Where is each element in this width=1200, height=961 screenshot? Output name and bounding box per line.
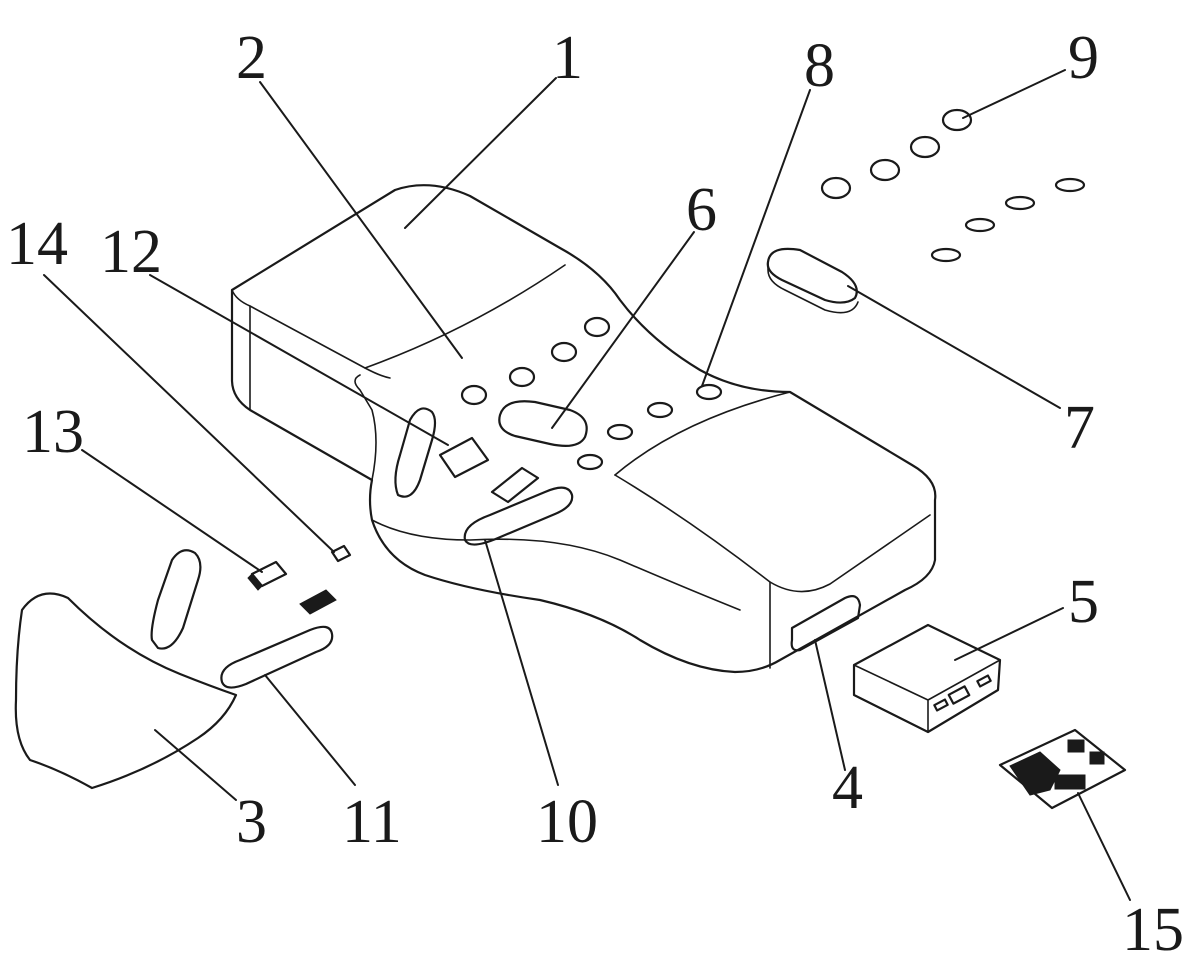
label-6: 6: [686, 176, 717, 244]
button: [909, 135, 941, 159]
charging-slot: [790, 595, 862, 652]
head-pad-edge: [231, 289, 391, 379]
button-set: [820, 108, 1086, 263]
leader-4: [814, 639, 846, 771]
circuit-board: [998, 728, 1127, 810]
tail-pad-front: [614, 474, 931, 593]
hole: [606, 423, 634, 441]
hole: [550, 341, 578, 363]
leader-11: [264, 674, 356, 786]
sensor-14: [330, 544, 352, 563]
leader-8: [701, 89, 811, 387]
button: [869, 158, 901, 182]
leader-15: [1077, 792, 1131, 901]
sensor-14b: [299, 589, 337, 615]
hole: [583, 316, 611, 338]
leader-10: [484, 539, 559, 786]
sensor-13-pins: [247, 573, 263, 591]
leader-3: [154, 729, 237, 801]
control-box-edge: [853, 659, 1001, 733]
hole: [460, 384, 488, 406]
leader-12: [149, 274, 449, 446]
label-12: 12: [100, 218, 162, 286]
circuit-board-components: [1009, 751, 1061, 796]
oval-slot: [498, 400, 588, 447]
sensor-window: [438, 436, 490, 479]
label-9: 9: [1068, 24, 1099, 92]
leader-9: [962, 69, 1066, 119]
button: [1004, 195, 1036, 211]
small-sensors: [247, 544, 352, 615]
button: [1054, 177, 1086, 193]
leader-1: [404, 77, 557, 229]
oval-cap-top: [766, 247, 858, 304]
label-5: 5: [1068, 568, 1099, 636]
label-11: 11: [342, 788, 402, 856]
control-box-outline: [852, 623, 1002, 734]
front-groove: [463, 486, 574, 546]
label-8: 8: [804, 32, 835, 100]
leader-14: [43, 274, 335, 553]
leader-13: [81, 449, 263, 573]
oval-cap-rim: [767, 261, 859, 314]
port: [933, 698, 949, 712]
leader-5: [954, 607, 1064, 661]
chip: [1054, 774, 1086, 790]
vertical-strip: [150, 549, 202, 650]
hole: [508, 366, 536, 388]
label-2: 2: [236, 24, 267, 92]
hole: [576, 453, 604, 471]
button: [964, 217, 996, 233]
leader-7: [847, 285, 1061, 409]
control-box: [852, 623, 1002, 734]
chip: [1067, 739, 1085, 753]
button: [820, 176, 852, 200]
sensor-window: [490, 466, 540, 504]
port: [976, 674, 992, 688]
main-body-top-outline: [230, 184, 937, 674]
left-groove: [394, 407, 437, 498]
label-15: 15: [1122, 896, 1184, 961]
leader-6: [551, 231, 695, 429]
button: [941, 108, 973, 132]
label-13: 13: [22, 398, 84, 466]
hole: [646, 401, 674, 419]
head-pad-curve: [364, 264, 566, 369]
cover-sheet: [14, 592, 238, 790]
label-10: 10: [536, 788, 598, 856]
oval-cap: [766, 247, 859, 314]
hole: [695, 383, 723, 401]
button: [930, 247, 962, 263]
leader-2: [259, 81, 463, 359]
label-1: 1: [552, 24, 583, 92]
label-4: 4: [832, 754, 863, 822]
label-14: 14: [6, 210, 68, 278]
usb-port: [947, 685, 971, 705]
label-3: 3: [236, 788, 267, 856]
tail-pad-edge: [614, 391, 791, 476]
waist-base-line: [371, 519, 741, 611]
leader-lines: [43, 69, 1131, 901]
horizontal-strip: [220, 625, 334, 689]
chip: [1089, 751, 1105, 765]
main-body: [230, 184, 937, 674]
part-number-labels: 1 2 3 4 5 6 7 8 9 10 11 12 13 14 15: [6, 24, 1184, 961]
waist-lower-edge: [354, 374, 377, 481]
label-7: 7: [1064, 394, 1095, 462]
